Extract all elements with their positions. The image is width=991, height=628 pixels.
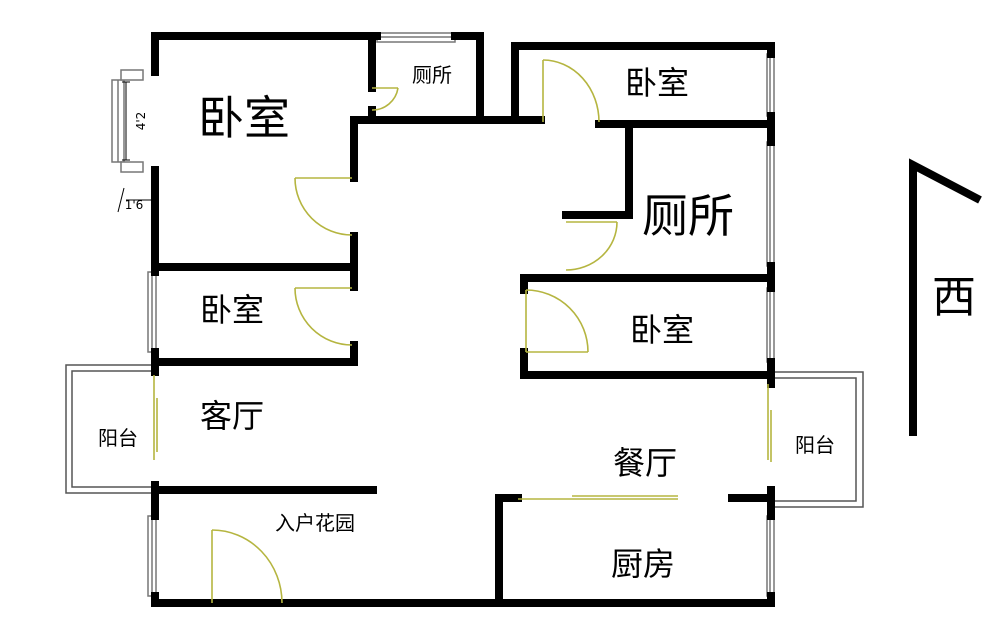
dimension-label-wall-offset: 1'6: [125, 198, 144, 212]
room-label-dining-room: 餐厅: [613, 444, 677, 482]
windows: [111, 32, 775, 597]
compass-direction-label: 西: [932, 272, 976, 323]
room-label-balcony-right: 阳台: [795, 433, 835, 457]
walls: [151, 32, 775, 607]
room-label-balcony-left: 阳台: [98, 426, 138, 450]
door-kitchen-sliding: [518, 495, 678, 500]
door-entry: [211, 529, 283, 604]
room-label-bedroom-left: 卧室: [200, 291, 264, 329]
room-label-entry-garden: 入户花园: [275, 511, 355, 535]
door-bedroom-right: [525, 289, 589, 353]
room-label-toilet-large: 厕所: [642, 189, 734, 243]
door-bedroom-top-right: [542, 59, 600, 123]
door-balcony-right: [767, 384, 772, 462]
balcony-outlines: [65, 364, 864, 508]
window-toilet-top: [376, 32, 456, 43]
dimension-label-window-bay: 4'2: [134, 112, 148, 131]
room-label-bedroom-right: 卧室: [630, 311, 694, 349]
door-balcony-left: [153, 375, 158, 460]
room-label-living-room: 客厅: [200, 397, 264, 435]
compass-arrow: [909, 158, 982, 436]
balcony-right-outline: [772, 371, 864, 508]
window-bay-left: [111, 69, 144, 173]
door-swings: [153, 59, 772, 604]
room-label-bedroom-top-right: 卧室: [625, 64, 689, 102]
door-bedroom-master: [294, 177, 353, 236]
balcony-left-outline: [65, 364, 152, 494]
room-label-bedroom-master: 卧室: [198, 91, 290, 145]
door-toilet-small: [371, 87, 399, 111]
dimension-marks: [117, 81, 154, 213]
door-bedroom-left: [294, 287, 353, 346]
room-label-toilet-small: 厕所: [412, 63, 452, 87]
door-toilet-large: [565, 221, 618, 271]
room-label-kitchen: 厨房: [611, 545, 675, 583]
